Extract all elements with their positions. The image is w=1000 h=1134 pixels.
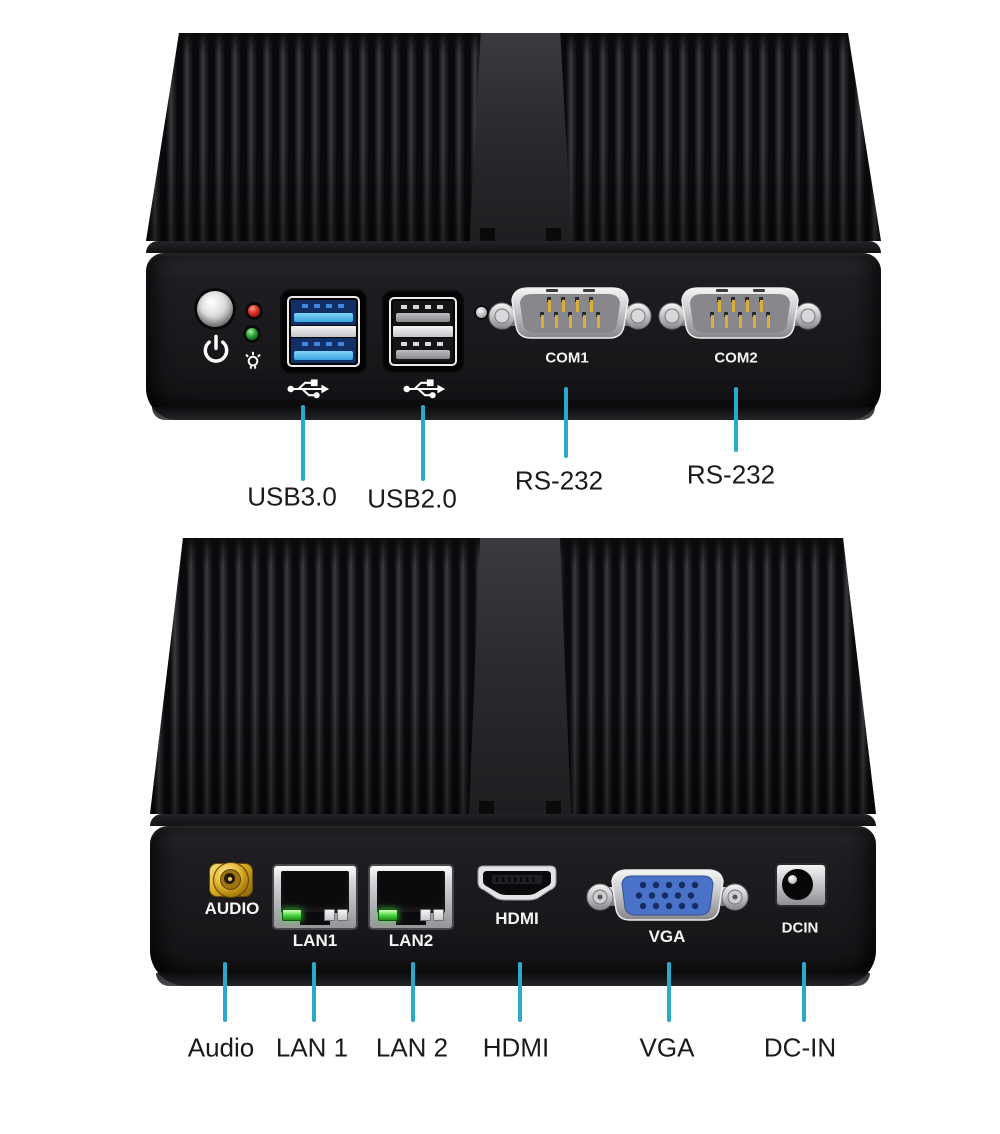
case-shoulder (146, 241, 881, 253)
callout-label-hdmi: HDMI (482, 1032, 550, 1063)
usb3-dual-port (282, 291, 365, 372)
callout-line-lan2 (411, 962, 415, 1022)
callout-label-vga: VGA (639, 1032, 695, 1063)
com2-label: COM2 (714, 349, 758, 367)
usb3-port-bottom (291, 338, 356, 363)
lan1-label: LAN1 (292, 931, 338, 950)
power-led-red (248, 305, 260, 317)
front-panel-face: COM1 COM2 (146, 253, 881, 420)
lan2-port (368, 864, 454, 930)
callout-line-rs232-1 (564, 387, 568, 458)
callout-line-lan1 (312, 962, 316, 1022)
com1-serial-port (488, 287, 652, 339)
com2-serial-port (658, 287, 822, 339)
rear-panel-face: AUDIO LAN1 LAN2 HDMI (150, 826, 876, 986)
usb3-port-top (291, 300, 356, 325)
lan-link-led (324, 909, 348, 921)
usb2-port-top (393, 301, 453, 325)
hdmi-port (477, 865, 557, 901)
callout-label-usb2: USB2.0 (367, 483, 457, 514)
heatsink-center-channel (469, 538, 571, 814)
callout-line-vga (667, 962, 671, 1022)
case-screw (476, 307, 487, 318)
usb2-port-bottom (393, 338, 453, 362)
lan1-port (272, 864, 358, 930)
power-icon (203, 334, 229, 363)
heatsink-fins (146, 33, 881, 241)
callout-label-lan2: LAN 2 (375, 1032, 449, 1063)
com-pins (540, 297, 600, 328)
callout-label-rs232-2: RS-232 (686, 459, 776, 490)
lan-activity-led (378, 909, 398, 921)
lan-activity-led (282, 909, 302, 921)
callout-label-audio: Audio (187, 1032, 255, 1063)
usb-icon (287, 379, 330, 399)
dcin-label: DCIN (781, 919, 819, 937)
vga-label: VGA (648, 927, 686, 946)
hdmi-label: HDMI (495, 909, 539, 928)
case-shoulder (150, 814, 876, 826)
usb-icon (403, 379, 446, 399)
lan2-label: LAN2 (388, 931, 434, 950)
callout-label-rs232-1: RS-232 (514, 465, 604, 496)
callout-line-dcin (802, 962, 806, 1022)
callout-line-rs232-2 (734, 387, 738, 452)
usb2-dual-port (384, 292, 462, 371)
dc-in-jack (775, 863, 827, 907)
vga-port (586, 869, 749, 921)
heatsink-center-channel (470, 33, 572, 241)
front-device: COM1 COM2 (146, 33, 881, 420)
callout-label-lan1: LAN 1 (275, 1032, 349, 1063)
lan-link-led (420, 909, 444, 921)
callout-line-audio (223, 962, 227, 1022)
heatsink-fins (150, 538, 876, 814)
audio-label: AUDIO (204, 899, 260, 918)
com1-label: COM1 (545, 349, 589, 367)
callout-line-usb2 (421, 405, 425, 481)
audio-jack (208, 860, 254, 900)
callout-label-usb3: USB3.0 (247, 481, 337, 512)
rear-device: AUDIO LAN1 LAN2 HDMI (150, 538, 876, 986)
callout-line-hdmi (518, 962, 522, 1022)
com-pins (710, 297, 770, 328)
hdd-led-green (246, 328, 258, 340)
callout-label-dcin: DC-IN (763, 1032, 837, 1063)
power-button (197, 291, 233, 327)
callout-line-usb3 (301, 405, 305, 481)
hdd-led-icon (245, 351, 261, 369)
